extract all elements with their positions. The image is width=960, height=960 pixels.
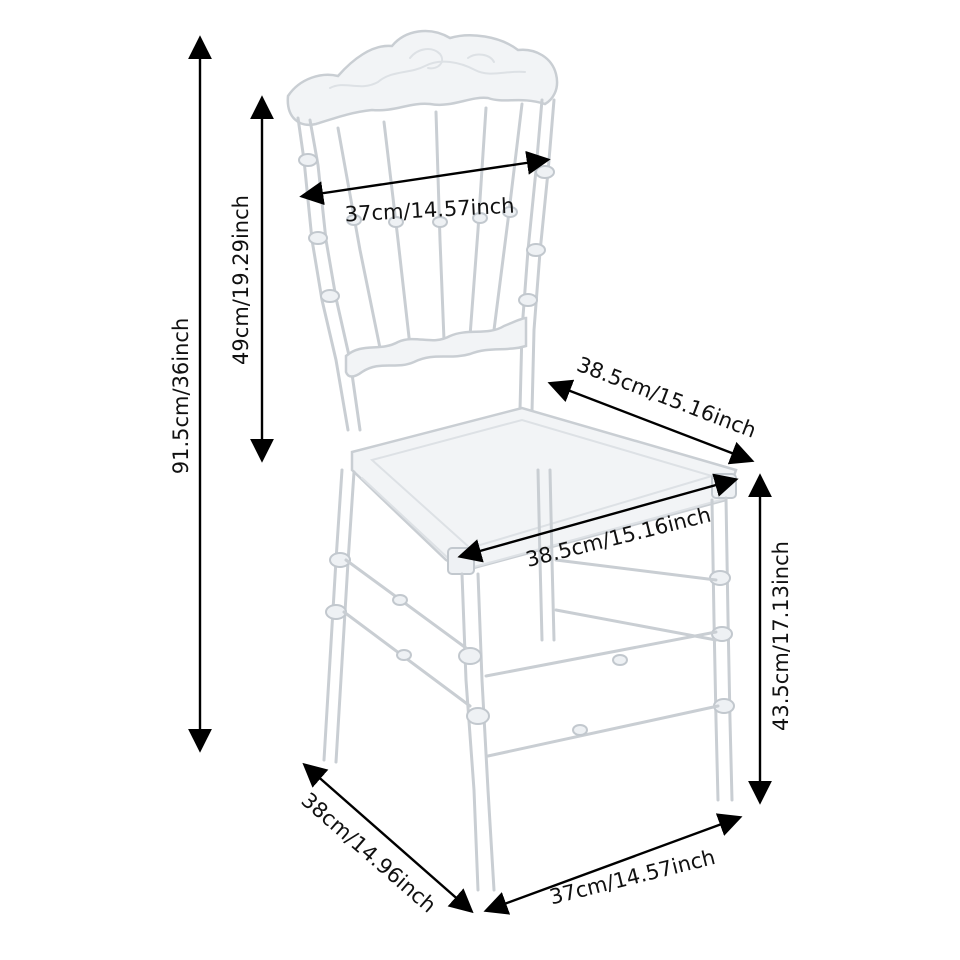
chair-back-spindles bbox=[336, 102, 524, 350]
base-width-label: 37cm/14.57inch bbox=[547, 845, 718, 909]
backrest-width-label: 37cm/14.57inch bbox=[344, 194, 515, 227]
chair-illustration bbox=[286, 29, 738, 892]
seat-depth-arrow bbox=[547, 379, 755, 465]
chair-stretchers bbox=[342, 558, 720, 758]
seat-height-label: 43.5cm/17.13inch bbox=[769, 541, 793, 731]
base-width-arrow bbox=[483, 813, 743, 915]
seat-width-arrow bbox=[457, 473, 739, 563]
backrest-height-label: 49cm/19.29inch bbox=[229, 195, 253, 365]
backrest-width-arrow bbox=[299, 150, 551, 206]
overall-height-label: 91.5cm/36inch bbox=[169, 318, 193, 475]
chair-crest bbox=[286, 29, 559, 127]
dimension-lines bbox=[188, 35, 772, 915]
base-depth-label: 38cm/14.96inch bbox=[297, 788, 441, 918]
base-depth-arrow bbox=[302, 762, 474, 914]
chair-back-rail bbox=[344, 316, 528, 378]
